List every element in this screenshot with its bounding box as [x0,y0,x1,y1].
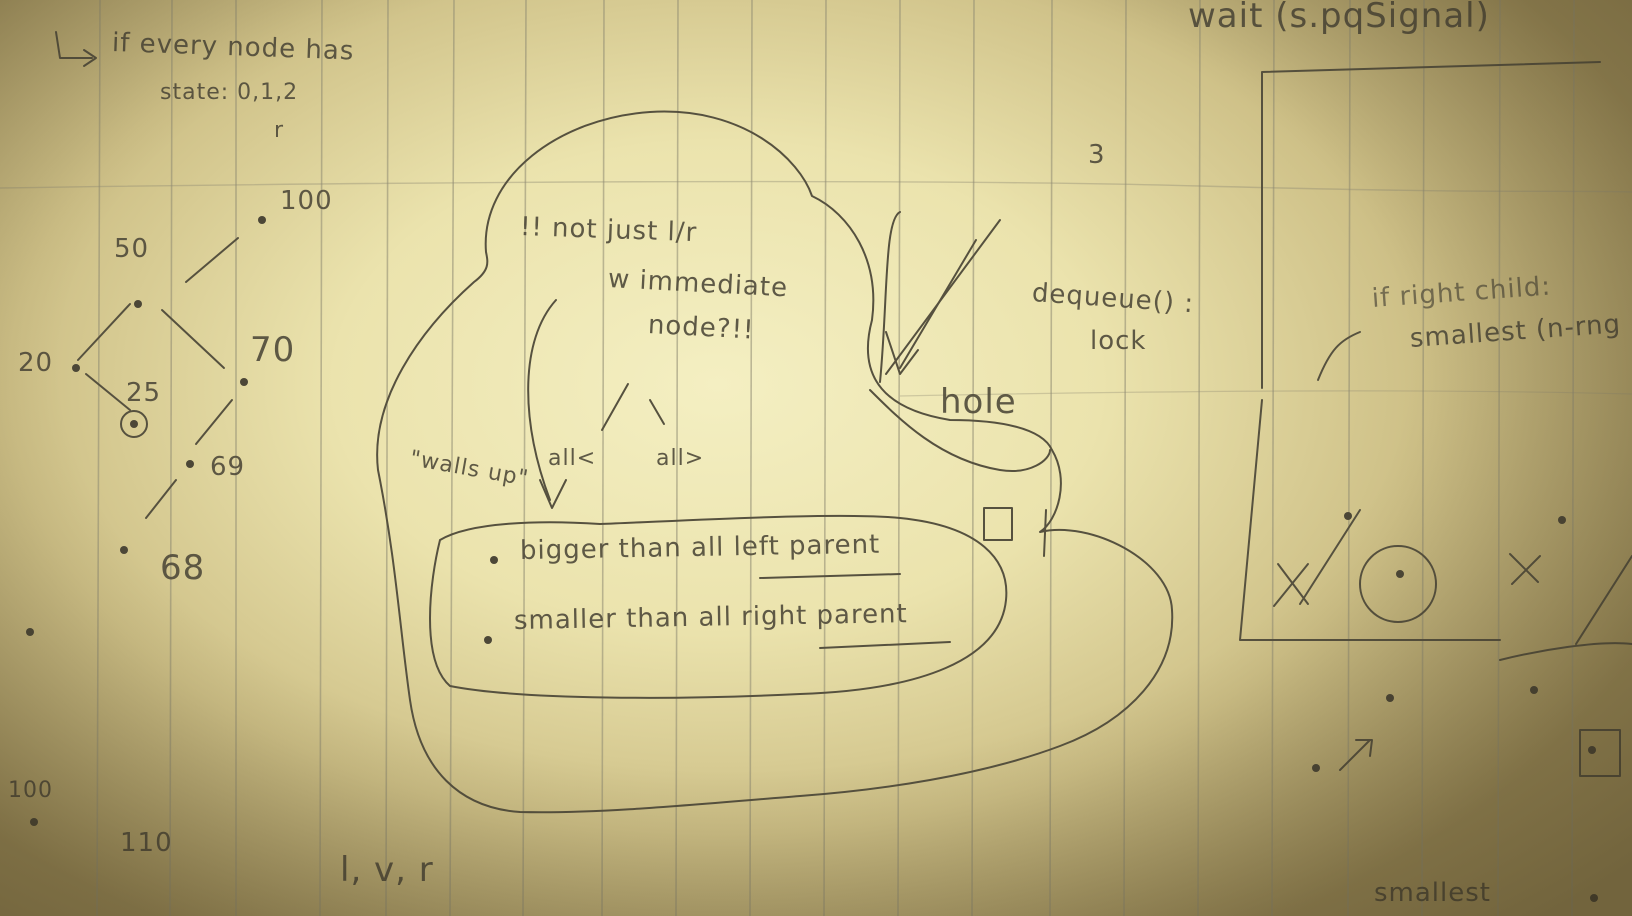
tree-node-25: 25 [126,378,162,408]
tree-node-20: 20 [18,348,54,378]
note-node-question: node?!! [647,310,756,346]
tree-node-68: 68 [160,548,206,588]
note-state-values: state: 0,1,2 [160,80,299,105]
note-wait-signal: wait (s.pqSignal) [1188,0,1490,36]
tree-node-100-lower: 100 [8,778,53,803]
tree-node-100: 100 [280,186,333,216]
note-r: r [274,118,285,143]
note-number-3: 3 [1088,140,1106,170]
note-bigger-than-left: bigger than all left parent [519,529,881,566]
tree-dots [26,216,1598,902]
note-hole: hole [940,382,1017,422]
note-lvr: l, v, r [340,850,434,890]
note-all-less: all< [548,446,597,471]
note-not-just-lr: !! not just l/r [519,212,698,249]
note-all-greater: all> [656,446,705,471]
vertical-rules [96,0,1575,916]
note-smallest-bottom: smallest [1374,878,1491,908]
tree-node-110: 110 [120,828,173,858]
tree-node-70: 70 [250,330,296,370]
note-lock: lock [1090,326,1147,356]
tree-node-50: 50 [114,234,150,264]
pencil-strokes [55,31,1632,814]
tree-node-69: 69 [210,452,246,482]
